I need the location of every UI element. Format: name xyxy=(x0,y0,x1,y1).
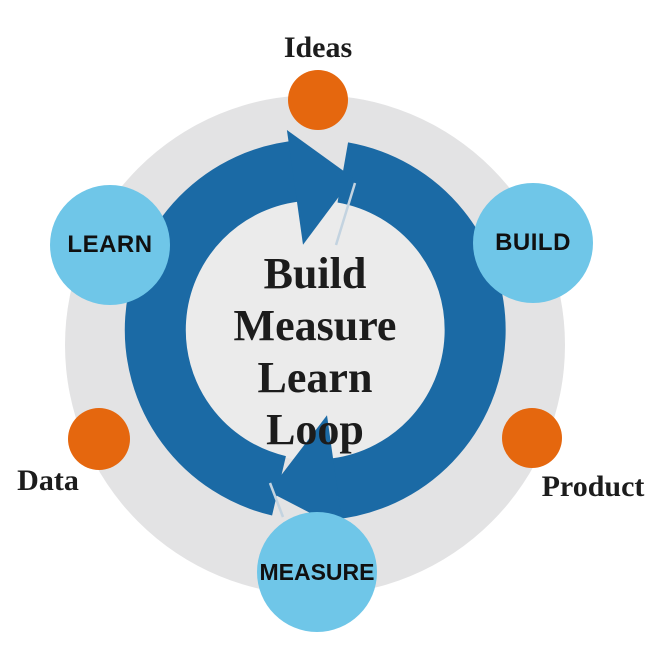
inner-circle xyxy=(184,199,446,461)
center-caption-line-4: Loop xyxy=(266,405,364,454)
center-caption-line-2: Measure xyxy=(233,301,397,350)
loop-arc-left xyxy=(124,140,305,516)
stage-circle-learn: LEARN xyxy=(50,185,170,305)
bottom-notch-line xyxy=(268,482,285,518)
center-caption: Build Measure Learn Loop xyxy=(234,248,397,456)
top-notch-line xyxy=(334,182,357,246)
center-caption-line-3: Learn xyxy=(257,353,373,402)
artifact-label-product: Product xyxy=(541,470,645,503)
artifact-label-ideas: Ideas xyxy=(283,31,353,64)
loop-arc-right xyxy=(325,142,506,520)
stage-label-learn: LEARN xyxy=(67,231,153,258)
artifact-dot-data xyxy=(68,408,130,470)
stage-label-build: BUILD xyxy=(495,229,571,256)
stage-circle-measure: MEASURE xyxy=(257,512,377,632)
artifact-dot-product xyxy=(502,408,562,468)
bottom-arrowhead-icon xyxy=(268,415,344,530)
stage-circle-build: BUILD xyxy=(473,183,593,303)
artifact-label-data: Data xyxy=(17,464,79,497)
stage-label-measure: MEASURE xyxy=(259,558,375,585)
center-caption-line-1: Build xyxy=(263,249,367,298)
top-arrowhead-icon xyxy=(286,130,353,245)
artifact-dot-ideas xyxy=(288,70,348,130)
